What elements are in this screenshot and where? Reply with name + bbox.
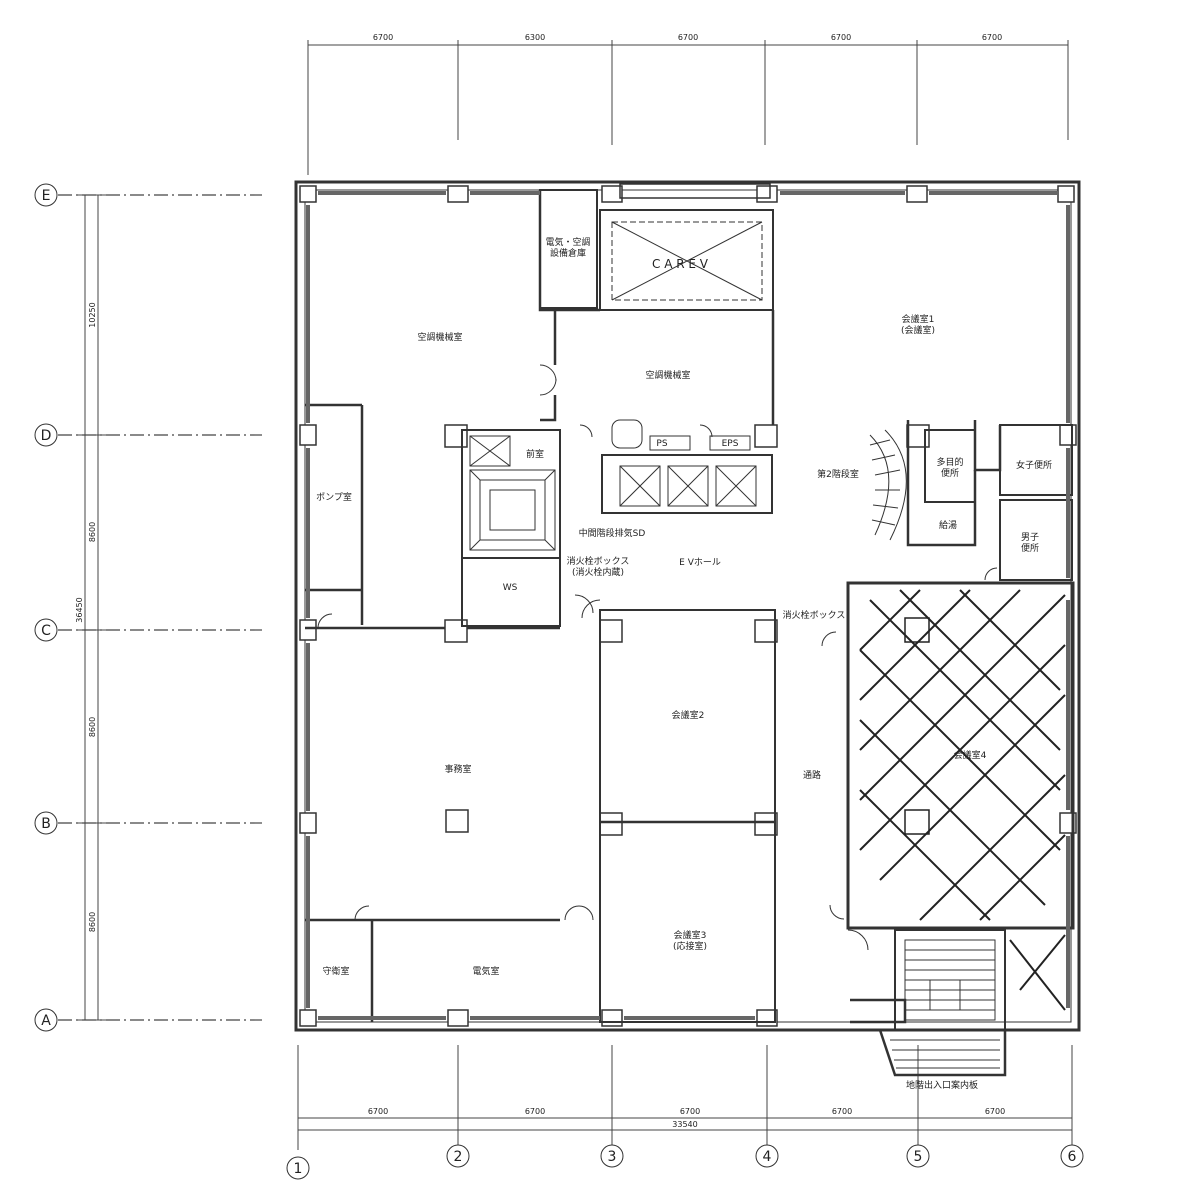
row-axis-c: C — [41, 623, 51, 639]
bottom-dim-4: 6700 — [832, 1107, 852, 1116]
top-dimension-chain: 6700 6300 6700 6700 6700 — [307, 33, 1069, 175]
label-front-room: 前室 — [526, 448, 544, 460]
bottom-dim-total: 33540 — [672, 1120, 697, 1129]
top-dim-2: 6300 — [525, 33, 545, 42]
bottom-dimension-chain: 6700 6700 6700 6700 6700 33540 — [297, 1045, 1073, 1150]
room-labels: 空調機械室 電気・空調設備倉庫 C A R E V 空調機械室 会議室1(会議室… — [316, 236, 1052, 1091]
left-dim-1: 10250 — [88, 302, 97, 327]
label-ev-hall: E Vホール — [679, 557, 721, 568]
column-axis-5: 5 — [914, 1149, 923, 1165]
label-ac-machine-mid: 空調機械室 — [645, 369, 690, 381]
label-ws: WS — [503, 583, 518, 593]
row-axis-a: A — [41, 1013, 51, 1029]
left-dim-total: 36450 — [75, 597, 84, 622]
label-stair-guide: 地階出入口案内板 — [906, 1079, 978, 1091]
label-big-office: 事務室 — [444, 763, 471, 775]
column-axes: 1 2 3 4 5 6 — [286, 1144, 1084, 1180]
meeting4-grid — [859, 589, 1066, 1011]
label-eps: EPS — [722, 439, 739, 449]
column-axis-4: 4 — [763, 1149, 772, 1165]
label-meeting1: 会議室1(会議室) — [901, 313, 935, 336]
label-meeting2: 会議室2 — [672, 709, 705, 721]
elevator-shaft — [611, 221, 763, 301]
label-elec-room: 電気室 — [472, 965, 499, 977]
label-female-wc: 女子便所 — [1016, 459, 1052, 471]
column-axis-6: 6 — [1068, 1149, 1077, 1165]
left-dim-3: 8600 — [88, 717, 97, 737]
stair-bottom-right — [890, 939, 1000, 1069]
label-ps: PS — [656, 439, 667, 449]
stair-2 — [869, 429, 907, 541]
perimeter-wall-band — [306, 191, 1070, 1020]
left-dimension-chain: 10250 8600 8600 8600 36450 — [75, 194, 110, 1021]
label-accessible-wc: 多目的便所 — [936, 456, 963, 479]
bottom-dim-1: 6700 — [368, 1107, 388, 1116]
label-stair2: 第2階段室 — [817, 468, 859, 480]
label-security: 守衛室 — [322, 965, 349, 977]
interior-walls — [305, 183, 1075, 1077]
stair-core-left — [469, 435, 556, 551]
column-axis-3: 3 — [608, 1149, 617, 1165]
top-dim-3: 6700 — [678, 33, 698, 42]
bottom-dim-5: 6700 — [985, 1107, 1005, 1116]
column-axis-1: 1 — [294, 1161, 303, 1177]
row-axis-e: E — [42, 188, 51, 204]
top-dim-5: 6700 — [982, 33, 1002, 42]
label-pantry: 給湯 — [939, 519, 957, 531]
label-storage: 電気・空調設備倉庫 — [545, 236, 590, 259]
label-ac-machine-top: 空調機械室 — [417, 331, 462, 343]
door-swings — [317, 364, 998, 951]
left-dim-2: 8600 — [88, 522, 97, 542]
top-dim-4: 6700 — [831, 33, 851, 42]
label-meeting4: 会議室4 — [954, 749, 987, 761]
office-column — [445, 809, 469, 833]
top-dim-1: 6700 — [373, 33, 393, 42]
label-pump: ポンプ室 — [316, 491, 352, 503]
row-axis-d: D — [41, 428, 52, 444]
row-axis-b: B — [41, 816, 51, 832]
label-sd: 中間階段排気SD — [579, 527, 646, 539]
left-dim-4: 8600 — [88, 912, 97, 932]
label-car-ev: C A R E V — [652, 257, 709, 271]
label-meeting3: 会議室3(応接室) — [673, 929, 707, 952]
label-male-wc: 男子便所 — [1021, 532, 1039, 554]
label-hose-box2: 消火栓ボックス — [783, 609, 846, 621]
label-hose-box: 消火栓ボックス(消火栓内蔵) — [567, 555, 630, 578]
elevators — [611, 419, 757, 507]
row-axes: E D C B A — [34, 183, 262, 1032]
column-axis-2: 2 — [454, 1149, 463, 1165]
bottom-dim-3: 6700 — [680, 1107, 700, 1116]
bottom-dim-2: 6700 — [525, 1107, 545, 1116]
label-corridor: 通路 — [803, 769, 821, 781]
